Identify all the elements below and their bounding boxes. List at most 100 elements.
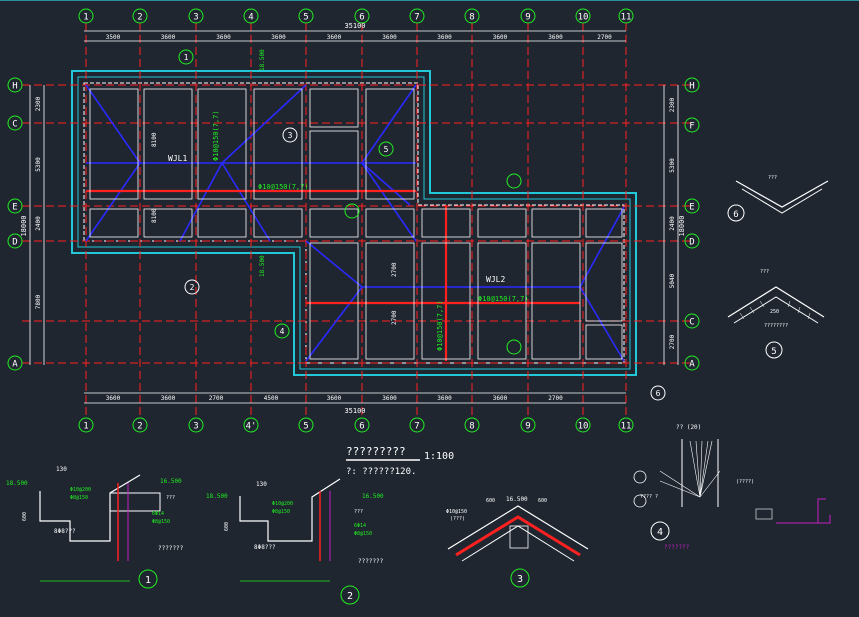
detail-2-number: 2 xyxy=(347,591,353,602)
svg-text:130: 130 xyxy=(256,481,267,488)
axis-top-1-label: 1 xyxy=(83,13,88,23)
dim-top-8: 3600 xyxy=(548,34,563,41)
detail-2: 2 130 18.500 16.500 Φ10@200 Φ8@150 ??? 6… xyxy=(206,478,384,605)
detail-6: 6 ??? xyxy=(727,175,829,222)
dim-top-3: 3600 xyxy=(271,34,286,41)
plan-section-marker-6-circle xyxy=(650,385,666,401)
dim-top-5: 3600 xyxy=(382,34,397,41)
axis-top-10-circle xyxy=(575,8,591,24)
right-total-dim: 18000 xyxy=(678,215,686,236)
dim-bottom-4: 3600 xyxy=(327,395,342,402)
svg-text:6Φ14: 6Φ14 xyxy=(354,523,366,529)
axis-bottom-8-label: 8 xyxy=(469,422,474,432)
drawing-scale: 1:100 xyxy=(424,451,454,462)
svg-text:Φ8@150: Φ8@150 xyxy=(152,519,170,525)
dim-bottom-6: 3600 xyxy=(437,395,452,402)
axis-top-4-circle xyxy=(243,8,259,24)
axis-bottom-2-label: 2 xyxy=(137,422,142,432)
svg-text:6Φ14: 6Φ14 xyxy=(152,511,164,517)
axis-left-E-label: E xyxy=(12,203,17,213)
axis-top-10-label: 10 xyxy=(578,13,589,23)
detail-5-number: 5 xyxy=(771,347,776,357)
dim-bottom-3: 4500 xyxy=(264,395,279,402)
plan-section-marker-5-circle xyxy=(378,141,394,157)
axis-bottom-7-label: 7 xyxy=(414,422,419,432)
axis-bottom-3-label: 3 xyxy=(193,422,198,432)
detail-6-number: 6 xyxy=(733,210,738,220)
svg-text:???????: ??????? xyxy=(664,544,690,551)
svg-text:Φ10@200: Φ10@200 xyxy=(272,501,293,507)
plan-section-marker-3-circle xyxy=(282,127,298,143)
elev-label-6: 2700 xyxy=(391,310,398,325)
dim-left-2: 2400 xyxy=(35,216,42,231)
axis-right-D-label: D xyxy=(689,238,694,248)
grid-columns xyxy=(85,23,627,419)
axis-bottom-10-label: 10 xyxy=(578,422,589,432)
axis-top-3-circle xyxy=(188,8,204,24)
axis-top-2-circle xyxy=(132,8,148,24)
axis-left-C-label: C xyxy=(12,120,17,130)
axis-top-6-circle xyxy=(354,8,370,24)
detail-4: 4 ?? (20) ???? ? (????) ??????? xyxy=(633,424,831,551)
drawing-title: ????????? xyxy=(346,445,406,458)
svg-text:600: 600 xyxy=(224,522,230,531)
dim-top-6: 3600 xyxy=(437,34,452,41)
svg-text:(???): (???) xyxy=(450,516,465,522)
dim-bottom-2: 2700 xyxy=(209,395,224,402)
left-total-dim: 18000 xyxy=(20,215,28,236)
panel-outlines xyxy=(89,88,623,360)
axis-left-H-circle xyxy=(7,77,23,93)
axis-right-A-label: A xyxy=(689,360,695,370)
dim-bottom-0: 3600 xyxy=(106,395,121,402)
svg-text:???????: ??????? xyxy=(158,545,184,552)
svg-text:???: ??? xyxy=(768,175,777,181)
svg-text:Φ10@150: Φ10@150 xyxy=(446,509,467,515)
axis-top-5-label: 5 xyxy=(303,13,308,23)
axis-bottom-5-circle xyxy=(298,417,314,433)
svg-text:600: 600 xyxy=(538,498,547,504)
outer-wall xyxy=(71,70,637,376)
svg-text:16.500: 16.500 xyxy=(160,478,182,485)
dim-top-4: 3600 xyxy=(327,34,342,41)
dim-top-1: 3600 xyxy=(161,34,176,41)
axis-top-7-circle xyxy=(409,8,425,24)
dim-right-2: 2400 xyxy=(669,216,676,231)
plan-section-marker-3: 3 xyxy=(288,131,293,140)
detail-3: 3 16.500 600 600 Φ10@150 (???) xyxy=(446,496,589,588)
axis-left-E-circle xyxy=(7,198,23,214)
axis-top-5-circle xyxy=(298,8,314,24)
dimension-lines xyxy=(29,30,679,404)
plan-section-marker-1: 1 xyxy=(184,53,189,62)
axis-bottom-5-label: 5 xyxy=(303,422,308,432)
dim-right-0: 2300 xyxy=(669,97,676,112)
axis-bottom-7-circle xyxy=(409,417,425,433)
detail-1: 1 130 18.500 16.500 Φ10@200 Φ8@150 ??? 6… xyxy=(6,466,184,589)
elev-label-1: 18.500 xyxy=(259,49,266,71)
svg-text:???: ??? xyxy=(354,509,363,515)
axis-right-H-circle xyxy=(684,77,700,93)
dim-bottom-7: 3600 xyxy=(493,395,508,402)
rebar-label-2: Φ10@150(7,7) xyxy=(478,295,529,303)
axis-right-C-label: C xyxy=(689,318,694,328)
axis-bottom-3-circle xyxy=(188,417,204,433)
plan-section-marker-4-circle xyxy=(274,323,290,339)
detail-4-number: 4 xyxy=(657,527,663,538)
plan-extra-marker-1 xyxy=(506,173,522,189)
elev-label-5: 2700 xyxy=(391,262,398,277)
plan-section-marker-4: 4 xyxy=(280,327,285,336)
axis-top-8-label: 8 xyxy=(469,13,474,23)
beam-label-1: WJL1 xyxy=(168,154,187,163)
svg-text:130: 130 xyxy=(56,466,67,473)
axis-right-H-label: H xyxy=(689,82,694,92)
overall-dim-top: 35100 xyxy=(344,22,365,30)
axis-right-E-circle xyxy=(684,198,700,214)
svg-text:???? ?: ???? ? xyxy=(640,494,658,500)
